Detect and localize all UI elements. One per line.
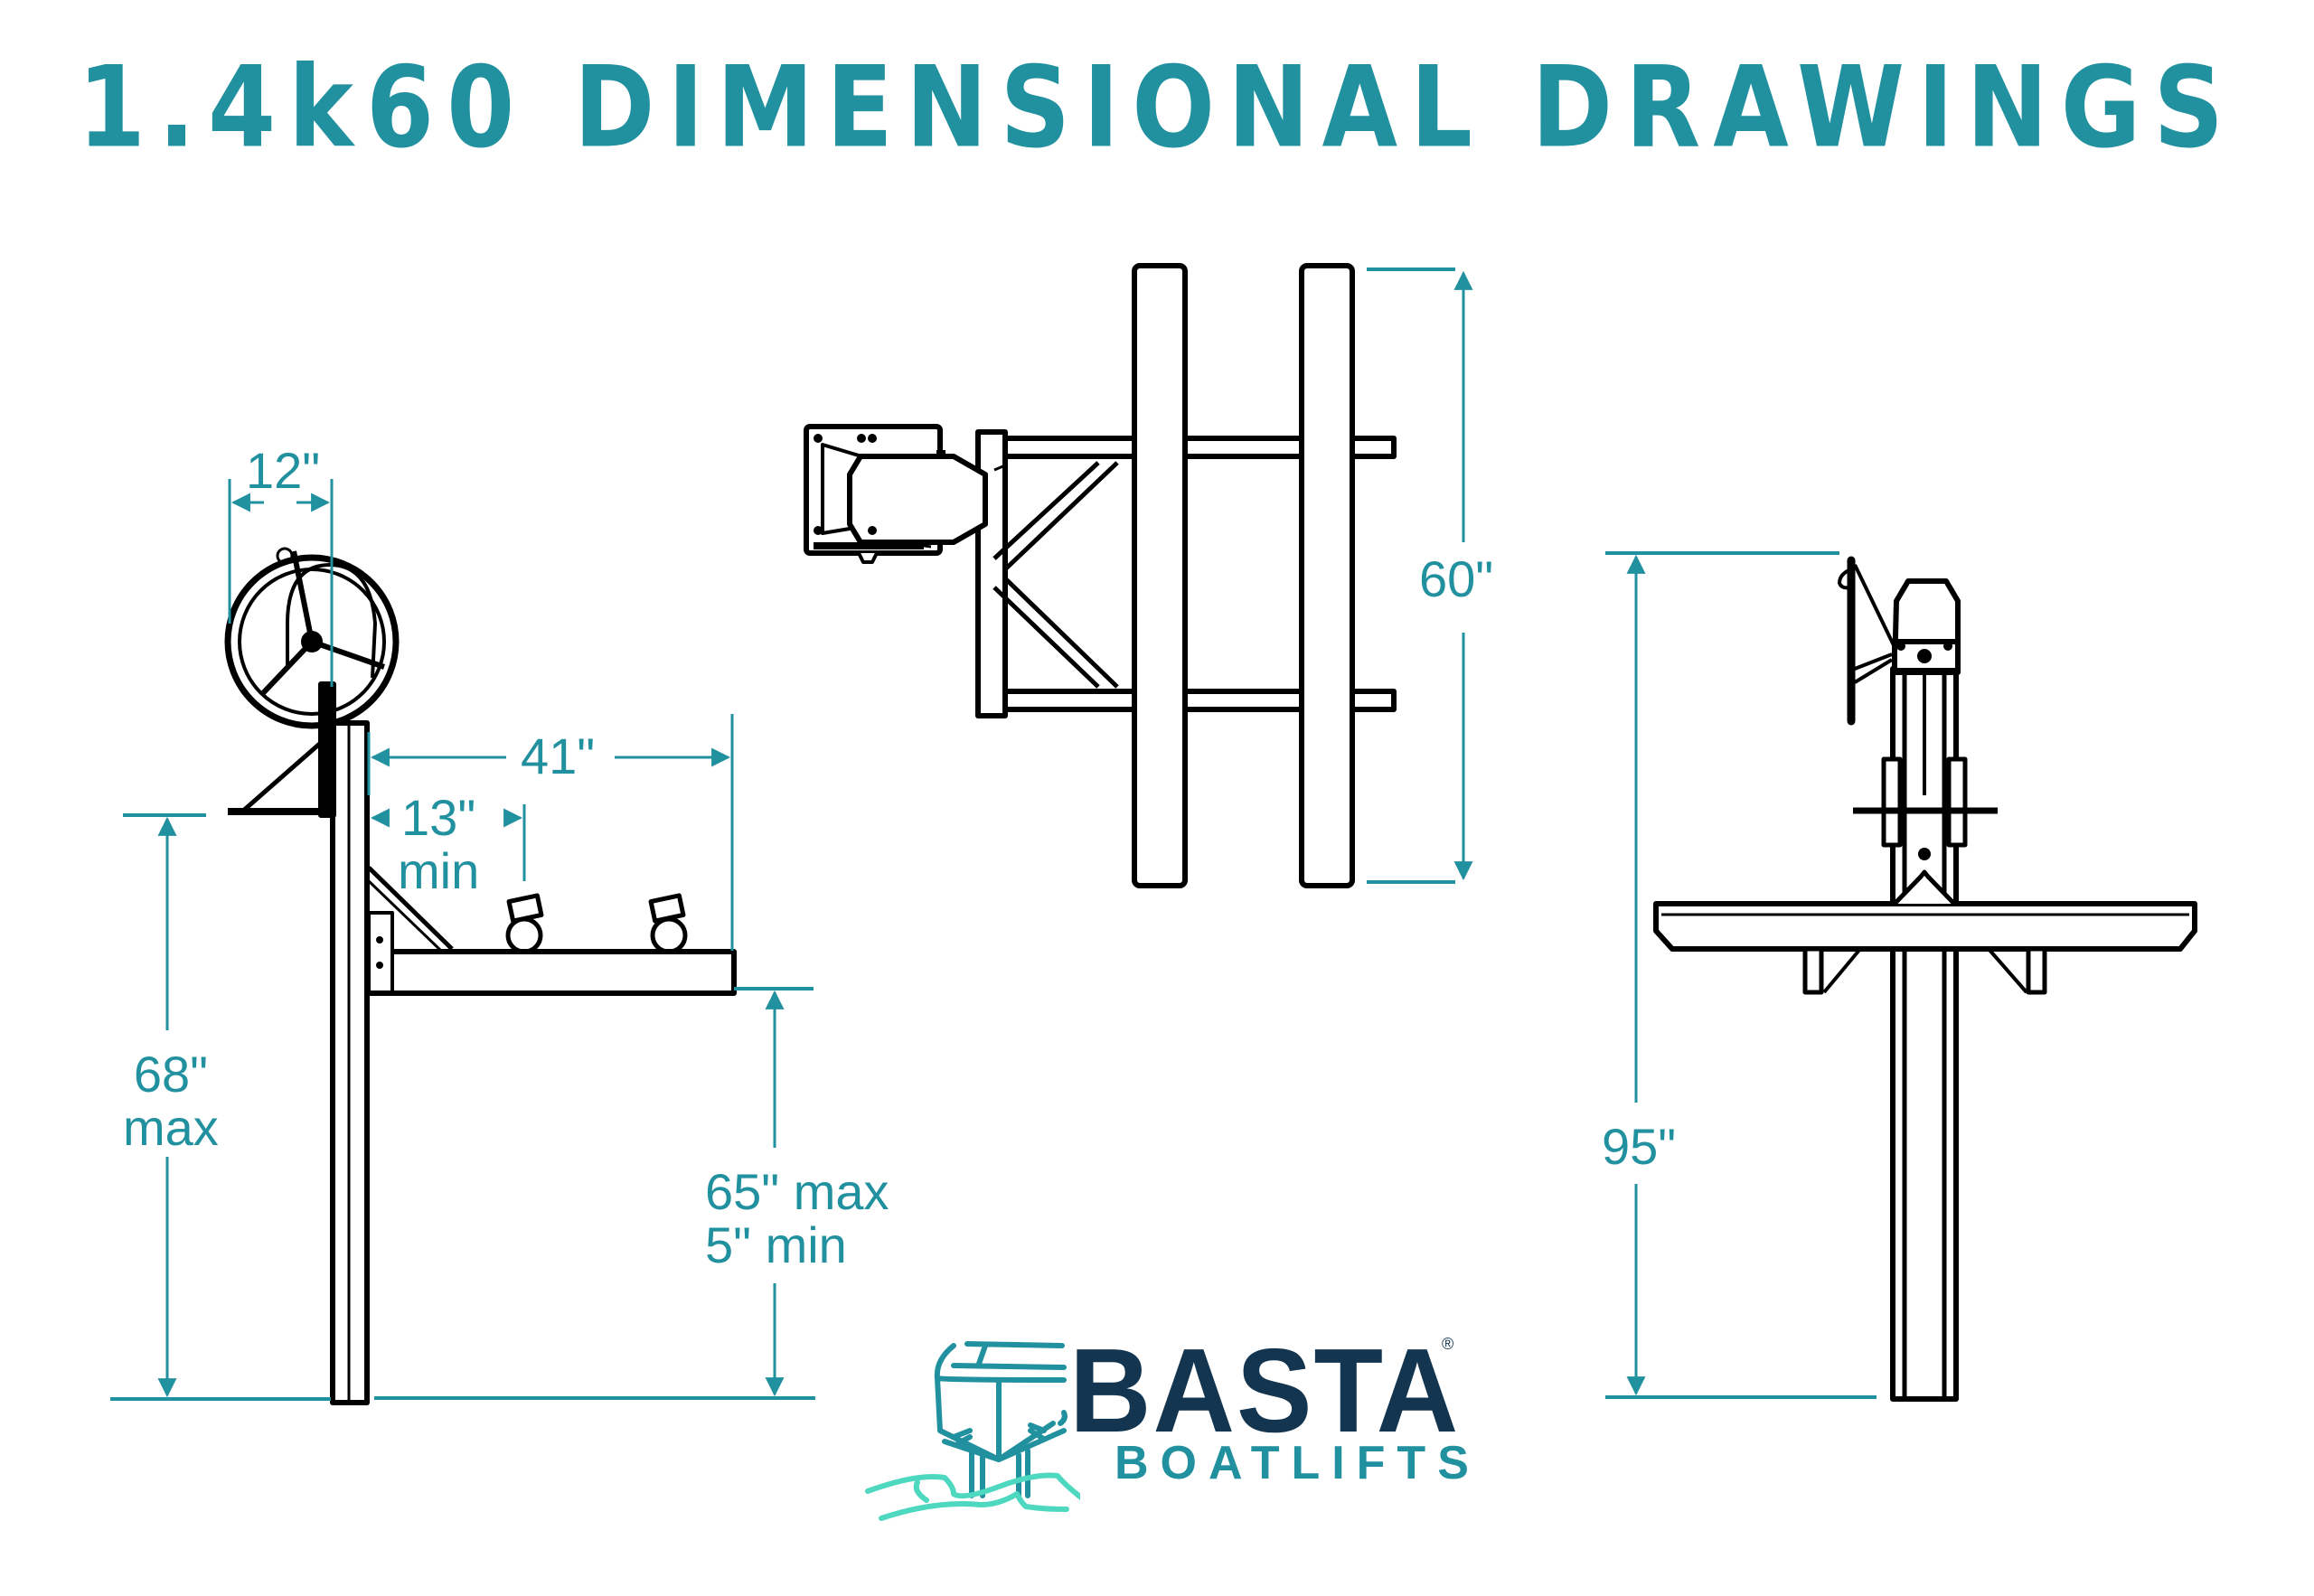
brand-wordmark: BASTA [1069, 1324, 1461, 1457]
dimension-qualifier: max [123, 1098, 219, 1156]
dimension-value: 41" [521, 728, 596, 784]
dimension-value: 13" [401, 789, 476, 846]
top-view [804, 263, 1397, 888]
dimension-min: 5" min [705, 1216, 847, 1273]
roller-icon [505, 893, 544, 954]
side-view-dimensions [110, 479, 815, 1401]
page-title: 1.4k60 DIMENSIONAL DRAWINGS [77, 42, 2237, 174]
roller-icon [648, 893, 688, 954]
dimension-bunk-span: 60" [1419, 550, 1494, 607]
side-view-beam [367, 866, 737, 996]
dimension-min-offset: 13" min [398, 789, 480, 899]
front-view [1653, 556, 2197, 1402]
dimension-value: 60" [1419, 550, 1494, 607]
motor-mount [804, 424, 988, 564]
brand-tagline: BOATLIFTS [1115, 1437, 1481, 1489]
dimension-value: 95" [1602, 1118, 1677, 1175]
top-view-bunk [1299, 263, 1355, 888]
dimension-value: 68" [133, 1046, 208, 1103]
top-view-dimensions [1367, 268, 1473, 884]
dimension-lift-height: 65" max 5" min [705, 1163, 889, 1273]
registered-mark: ® [1442, 1335, 1454, 1353]
top-view-bunk [1132, 263, 1188, 888]
dimension-qualifier: min [398, 841, 480, 899]
brand-logo: BASTA ® BOATLIFTS [863, 1324, 1478, 1541]
side-view [224, 547, 737, 1405]
boat-on-waves-icon [865, 1341, 1080, 1521]
dimension-max: 65" max [705, 1163, 889, 1220]
dimension-wheel-offset: 12" [246, 442, 321, 499]
winch-wheel-icon [224, 547, 400, 729]
dimension-bunk-length: 41" [521, 728, 596, 784]
front-view-dimensions [1605, 551, 1877, 1399]
dimension-post-height: 68" max [123, 1046, 219, 1156]
front-view-crossbeam [1653, 901, 2197, 952]
side-view-post [330, 720, 370, 1405]
dimension-overall-height: 95" [1602, 1118, 1677, 1175]
dimension-value: 12" [246, 442, 321, 499]
catwalk-bracket [228, 739, 336, 815]
